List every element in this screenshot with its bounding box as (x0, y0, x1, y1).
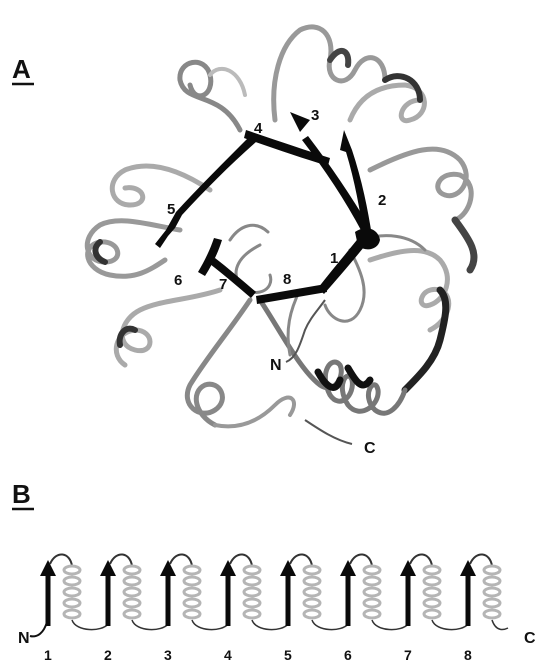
topology-loop (169, 553, 193, 567)
topology-alpha-helix (362, 564, 382, 620)
strand-label-1: 1 (330, 250, 338, 267)
strand-label-6: 6 (174, 272, 182, 289)
strand-label-7: 7 (219, 276, 227, 293)
topology-loop (229, 553, 253, 567)
panel-b-label: B (12, 479, 31, 509)
topology-loop (49, 553, 73, 567)
topology-unit-label-3: 3 (164, 647, 172, 663)
topology-connector (131, 619, 169, 631)
termini-tails (285, 299, 353, 445)
topology-unit-label-6: 6 (344, 647, 352, 663)
strand-label-8: 8 (283, 271, 291, 288)
topology-strand-arrowhead (160, 560, 176, 576)
topology-strand-arrowhead (400, 560, 416, 576)
strand-label-4: 4 (254, 120, 263, 137)
topology-unit-label-7: 7 (404, 647, 412, 663)
topology-alpha-helix (122, 564, 142, 620)
topology-unit-label-2: 2 (104, 647, 112, 663)
topology-unit-3: 3 (160, 553, 229, 663)
strand-label-5: 5 (167, 201, 175, 218)
topology-unit-label-1: 1 (44, 647, 52, 663)
topology-alpha-helix (62, 564, 82, 620)
topology-strand-arrowhead (280, 560, 296, 576)
topology-alpha-helix (182, 564, 202, 620)
topology-unit-5: 5 (280, 553, 349, 663)
topology-unit-label-8: 8 (464, 647, 472, 663)
n-terminus-label: N (270, 357, 282, 374)
topology-loop (289, 553, 313, 567)
topology-c-terminus: C (524, 630, 536, 647)
topology-connector (311, 619, 349, 631)
alpha-helix-ring (84, 24, 478, 429)
topology-unit-7: 7 (400, 553, 469, 663)
topology-connector (431, 619, 469, 631)
beta-strand-6 (198, 238, 222, 276)
topology-strand-arrowhead (100, 560, 116, 576)
beta-strand-4 (244, 130, 330, 166)
topology-alpha-helix (302, 564, 322, 620)
panel-b: B N C 1 2 3 4 5 6 7 8 (12, 479, 536, 663)
topology-unit-2: 2 (100, 553, 169, 663)
topology-unit-1: 1 (40, 553, 109, 663)
topology-connector (71, 619, 109, 631)
topology-alpha-helix (482, 564, 502, 620)
topology-connector (371, 619, 409, 631)
topology-loop (469, 553, 493, 567)
topology-strand-arrowhead (340, 560, 356, 576)
panel-a: A (12, 24, 478, 457)
topology-loop (349, 553, 373, 567)
topology-unit-label-5: 5 (284, 647, 292, 663)
panel-a-label: A (12, 54, 31, 84)
topology-loop (109, 553, 133, 567)
beta-strand-1 (318, 236, 368, 294)
strand-label-3: 3 (311, 107, 319, 124)
topology-n-terminus: N (18, 630, 30, 647)
beta-strand-2 (340, 130, 372, 238)
topology-strand-arrowhead (220, 560, 236, 576)
topology-units: 1 2 3 4 5 6 7 8 (40, 553, 509, 663)
strand-label-2: 2 (378, 192, 386, 209)
topology-unit-label-4: 4 (224, 647, 232, 663)
topology-alpha-helix (422, 564, 442, 620)
topology-strand-arrowhead (460, 560, 476, 576)
topology-unit-6: 6 (340, 553, 409, 663)
topology-strand-arrowhead (40, 560, 56, 576)
topology-c-tail (491, 619, 509, 631)
topology-connector (251, 619, 289, 631)
topology-unit-4: 4 (220, 553, 289, 663)
topology-unit-8: 8 (460, 553, 502, 663)
topology-loop (409, 553, 433, 567)
c-terminus-label: C (364, 440, 376, 457)
topology-n-tail (29, 621, 48, 638)
topology-alpha-helix (242, 564, 262, 620)
beta-barrel-strands (155, 112, 380, 304)
topology-connector (191, 619, 229, 631)
beta-strand-8 (256, 284, 327, 304)
beta-strand-5 (155, 136, 256, 248)
beta-strand-7 (210, 258, 256, 298)
